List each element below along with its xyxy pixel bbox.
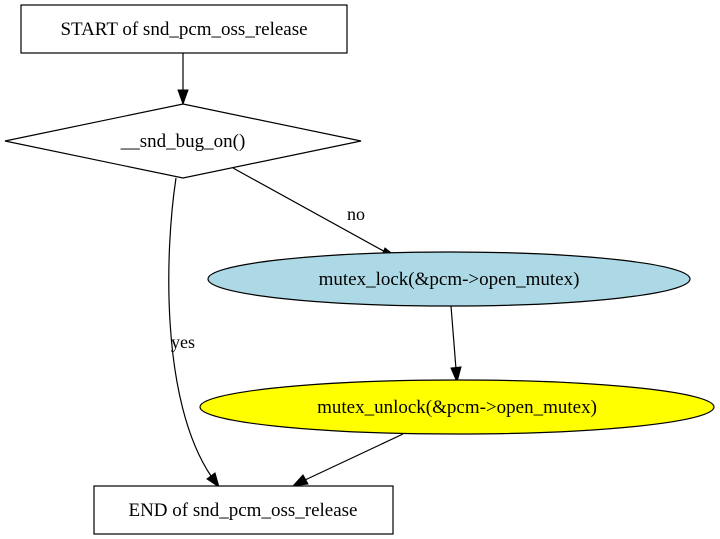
node-start: START of snd_pcm_oss_release [20,4,348,54]
edge-lock-to-unlock [450,305,462,384]
edge-unlock-to-end [291,433,404,487]
decision-label: __snd_bug_on() [120,131,246,152]
lock-label: mutex_lock(&pcm->open_mutex) [319,269,580,290]
node-unlock: mutex_unlock(&pcm->open_mutex) [199,379,715,435]
unlock-label: mutex_unlock(&pcm->open_mutex) [317,397,597,418]
node-decision: __snd_bug_on() [4,103,362,179]
edge-label-no: no [347,204,365,224]
decision-diamond [4,103,362,179]
node-end: END of snd_pcm_oss_release [93,485,394,535]
edge-start-to-decision [177,53,189,106]
edge-decision-to-lock: no [232,167,401,260]
end-box [93,485,394,535]
lock-ellipse [207,251,691,307]
start-box [20,4,348,54]
node-lock: mutex_lock(&pcm->open_mutex) [207,251,691,307]
edge-label-yes: yes [171,332,195,352]
start-label: START of snd_pcm_oss_release [60,19,307,40]
edge-decision-to-end: yes [168,177,220,489]
end-label: END of snd_pcm_oss_release [128,500,357,521]
unlock-ellipse [199,379,715,435]
